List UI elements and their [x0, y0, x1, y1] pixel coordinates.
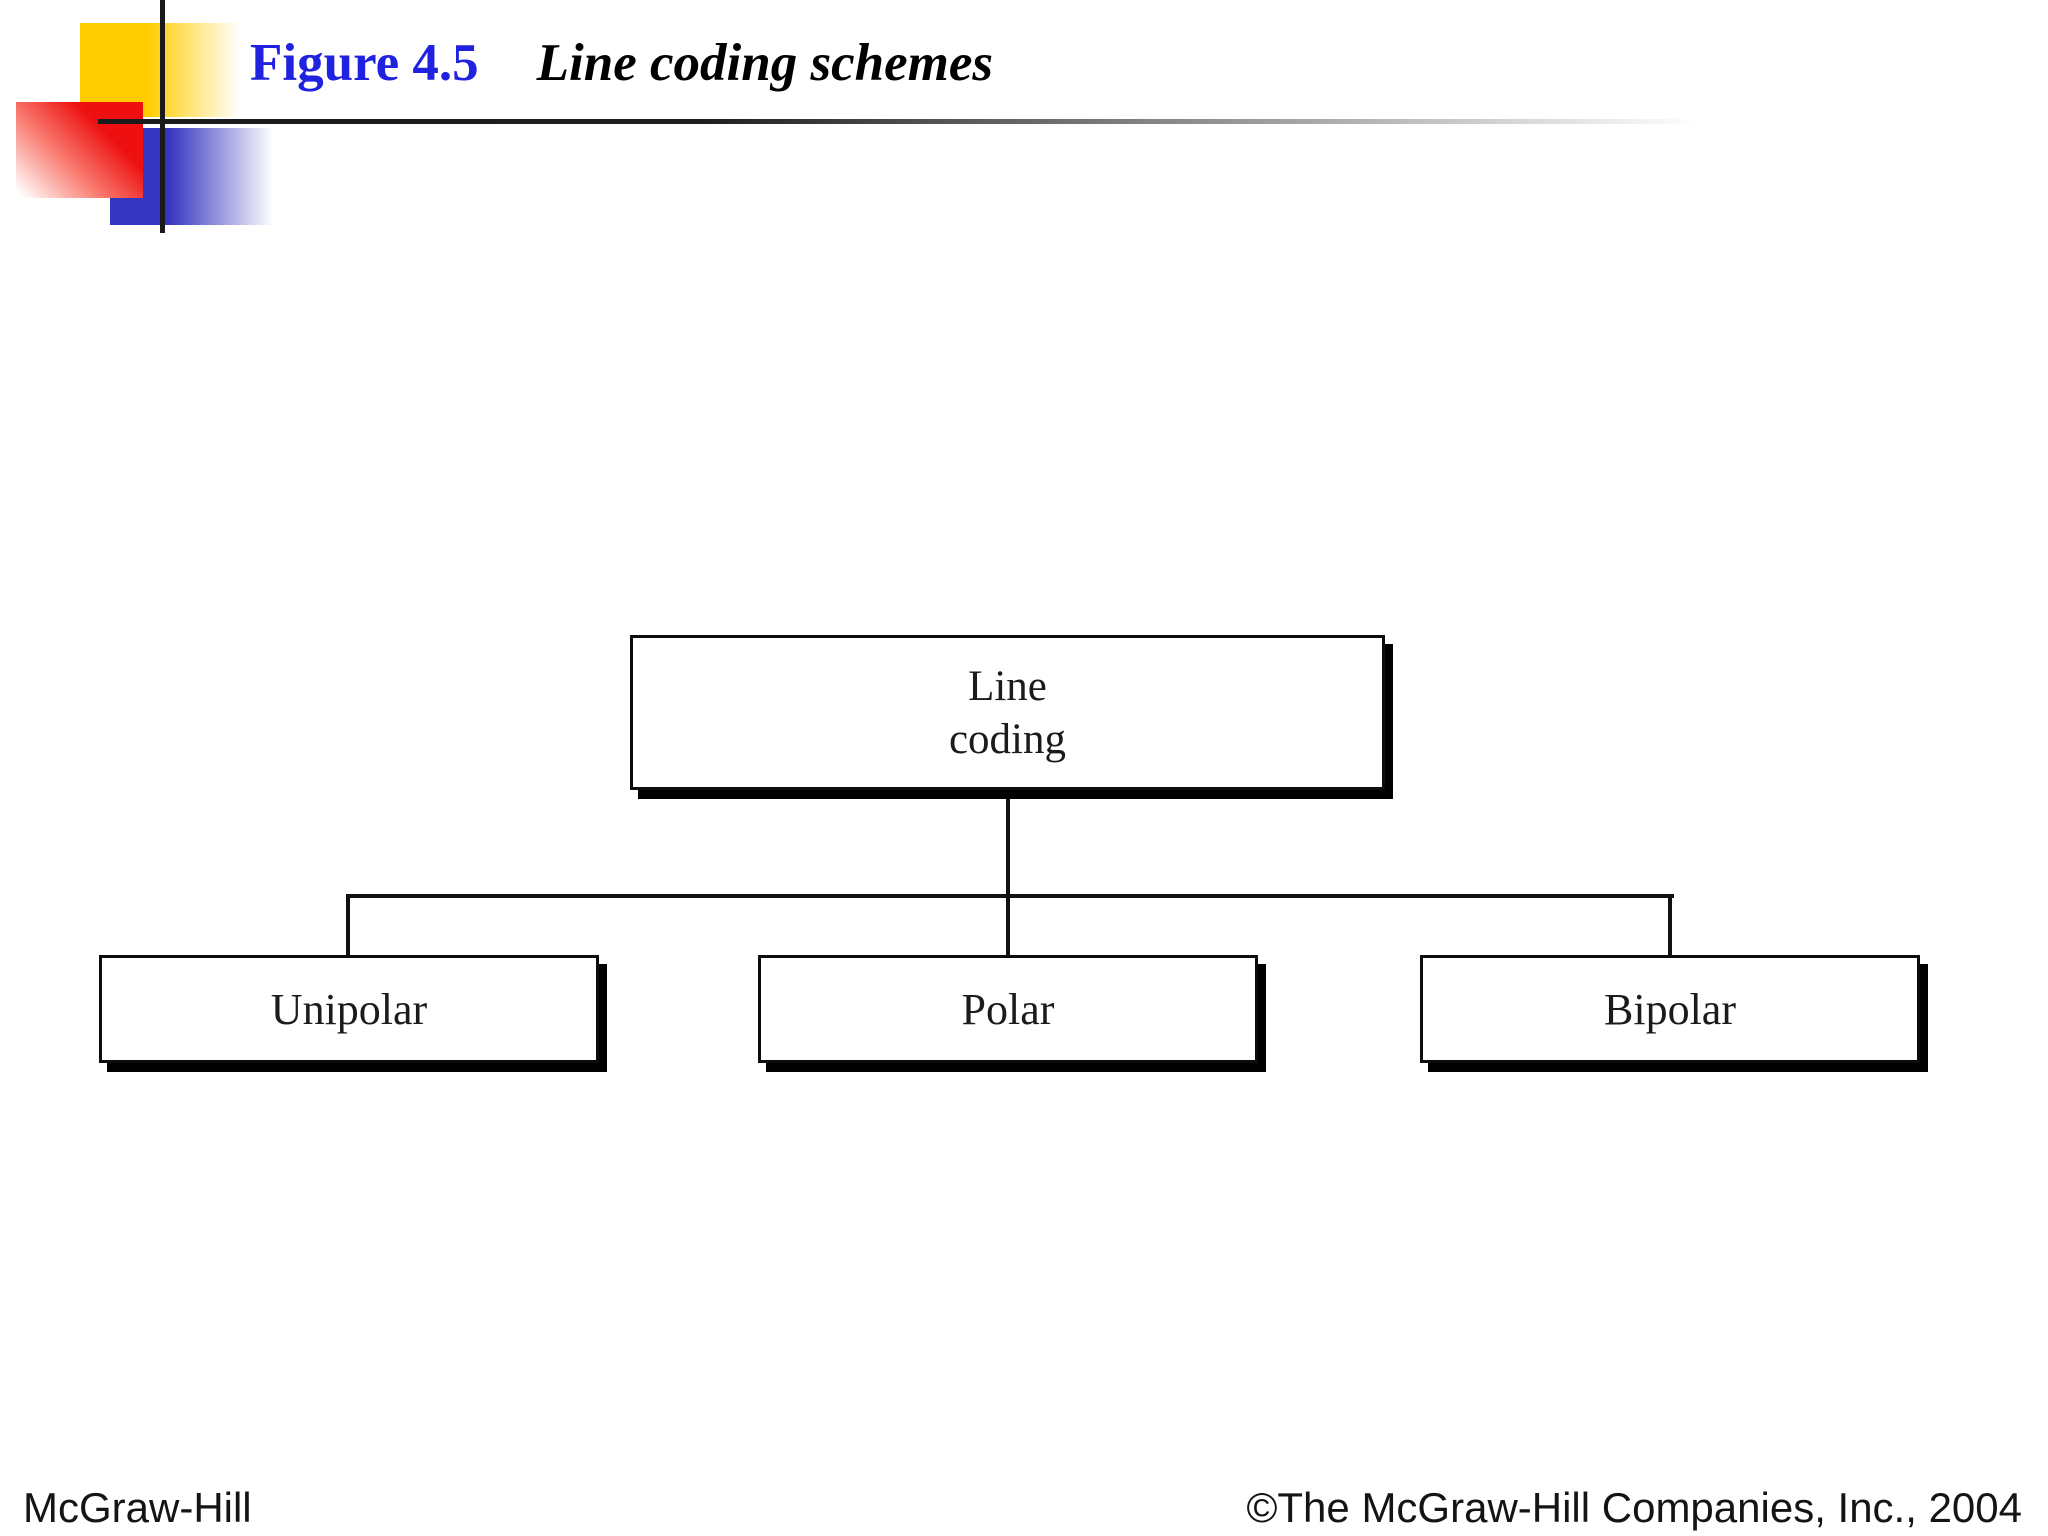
- logo-vertical-rule: [160, 0, 165, 233]
- node-line-coding: Line coding: [630, 635, 1385, 790]
- connector-root-drop: [1006, 795, 1010, 958]
- footer-copyright: ©The McGraw-Hill Companies, Inc., 2004: [1246, 1484, 2022, 1531]
- node-unipolar: Unipolar: [99, 955, 599, 1063]
- node-bipolar-label: Bipolar: [1604, 984, 1736, 1034]
- slide-title: Figure 4.5 Line coding schemes: [250, 34, 994, 92]
- connector-horizontal: [346, 894, 1674, 898]
- node-line-coding-label: Line coding: [949, 660, 1066, 766]
- header-horizontal-rule: [98, 119, 1698, 124]
- connector-left-drop: [346, 894, 350, 958]
- node-bipolar: Bipolar: [1420, 955, 1920, 1063]
- logo-red-square: [16, 102, 143, 198]
- node-polar: Polar: [758, 955, 1258, 1063]
- connector-right-drop: [1668, 894, 1672, 958]
- node-line-coding-line1: Line: [968, 662, 1047, 710]
- node-polar-label: Polar: [961, 984, 1055, 1034]
- footer-publisher: McGraw-Hill: [23, 1484, 252, 1531]
- node-unipolar-label: Unipolar: [270, 984, 428, 1034]
- figure-title-text: Line coding schemes: [536, 34, 994, 92]
- figure-number-label: Figure 4.5: [250, 34, 479, 92]
- node-line-coding-line2: coding: [948, 715, 1067, 763]
